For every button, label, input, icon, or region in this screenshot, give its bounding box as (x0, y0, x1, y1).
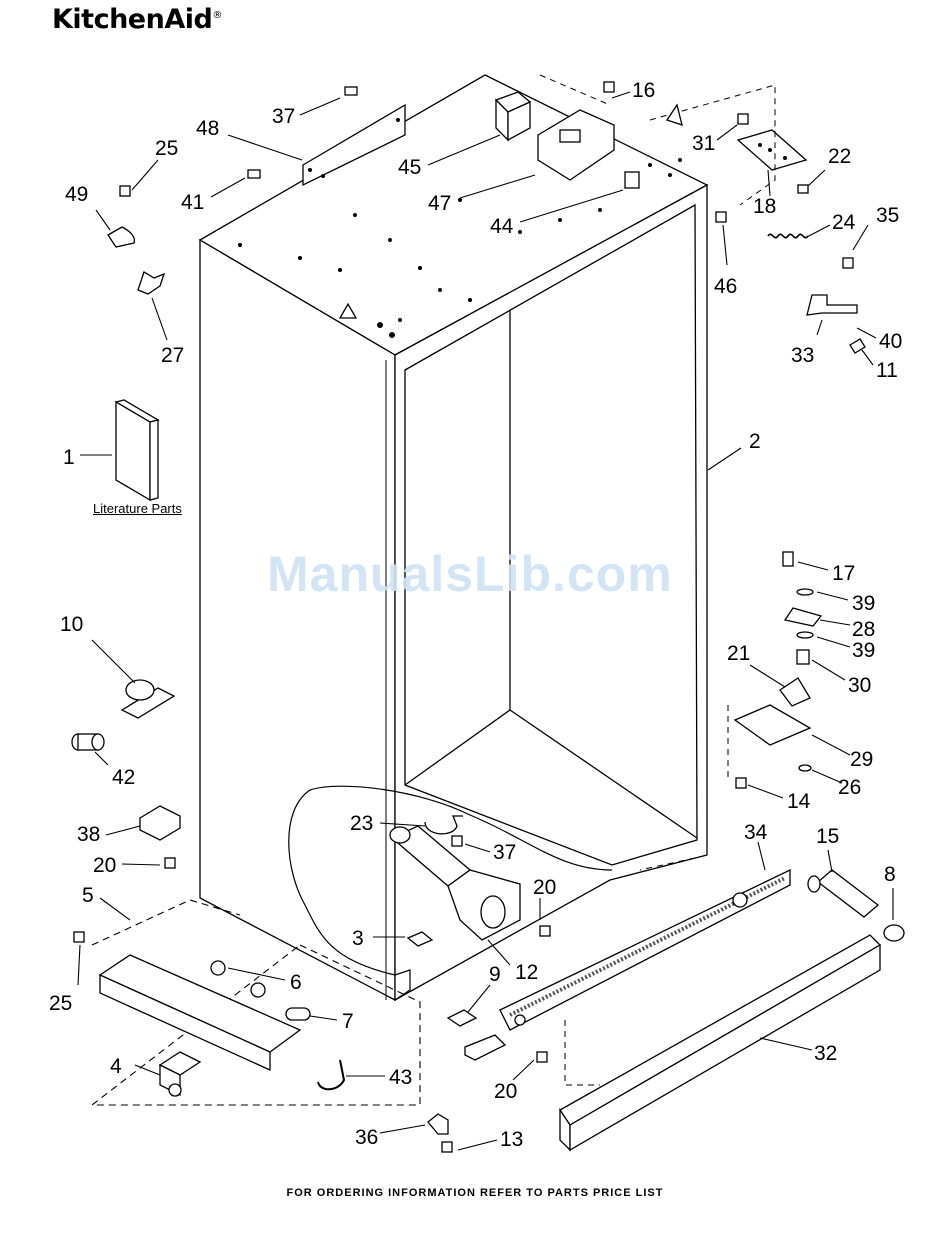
callout-25a: 25 (155, 138, 178, 159)
callout-3: 3 (352, 928, 364, 949)
callout-41: 41 (181, 192, 204, 213)
callout-28: 28 (852, 619, 875, 640)
callout-8: 8 (884, 864, 896, 885)
callout-23: 23 (350, 813, 373, 834)
callout-5: 5 (82, 885, 94, 906)
callout-22: 22 (828, 146, 851, 167)
callout-43: 43 (389, 1067, 412, 1088)
bracket-33 (807, 295, 857, 315)
callout-47: 47 (428, 193, 451, 214)
callout-2: 2 (749, 431, 761, 452)
callout-20a: 20 (93, 855, 116, 876)
callout-24: 24 (832, 212, 855, 233)
callout-9: 9 (489, 964, 501, 985)
callout-48: 48 (196, 118, 219, 139)
callout-18: 18 (753, 196, 776, 217)
callout-6: 6 (290, 972, 302, 993)
callout-37a: 37 (272, 106, 295, 127)
callout-11: 11 (876, 360, 898, 381)
callout-35: 35 (876, 205, 899, 226)
callout-20c: 20 (494, 1081, 517, 1102)
callout-15: 15 (816, 826, 839, 847)
callout-29: 29 (850, 749, 873, 770)
callout-39b: 39 (852, 640, 875, 661)
callout-37b: 37 (493, 842, 516, 863)
callout-42: 42 (112, 767, 135, 788)
callout-16: 16 (632, 80, 655, 101)
callout-45: 45 (398, 157, 421, 178)
callout-38: 38 (77, 824, 100, 845)
callout-7: 7 (342, 1011, 354, 1032)
callout-30: 30 (848, 675, 871, 696)
cylinder-15 (808, 870, 878, 917)
literature-parts-1 (116, 400, 158, 500)
base-rail-5 (100, 955, 310, 1070)
callout-31: 31 (692, 133, 715, 154)
callout-13: 13 (500, 1129, 523, 1150)
callout-4: 4 (110, 1056, 122, 1077)
callout-49: 49 (65, 184, 88, 205)
clip-27 (138, 272, 164, 294)
callout-12: 12 (515, 962, 538, 983)
part-44 (625, 172, 639, 188)
callout-46: 46 (714, 276, 737, 297)
spring-24 (768, 234, 808, 237)
callout-26: 26 (838, 777, 861, 798)
ordering-info-footer: FOR ORDERING INFORMATION REFER TO PARTS … (0, 1187, 950, 1199)
callout-17: 17 (832, 563, 855, 584)
callout-20b: 20 (533, 877, 556, 898)
callout-34: 34 (744, 822, 767, 843)
knob-8 (884, 925, 904, 941)
plug-42 (72, 734, 104, 750)
caster-4 (160, 1052, 200, 1096)
watermark: ManualsLib.com (267, 545, 673, 603)
callout-32: 32 (814, 1043, 837, 1064)
callout-21: 21 (727, 643, 750, 664)
callout-1: 1 (63, 447, 75, 468)
callout-44: 44 (490, 216, 513, 237)
callout-36: 36 (355, 1127, 378, 1148)
callout-39a: 39 (852, 593, 875, 614)
callout-25b: 25 (49, 993, 72, 1014)
callout-10: 10 (60, 614, 83, 635)
callout-33: 33 (791, 345, 814, 366)
callout-40: 40 (879, 331, 902, 352)
literature-parts-label: Literature Parts (93, 501, 182, 516)
callout-27: 27 (161, 345, 184, 366)
callout-14: 14 (787, 791, 810, 812)
clamp-49 (108, 227, 134, 247)
bracket-38 (140, 806, 180, 840)
